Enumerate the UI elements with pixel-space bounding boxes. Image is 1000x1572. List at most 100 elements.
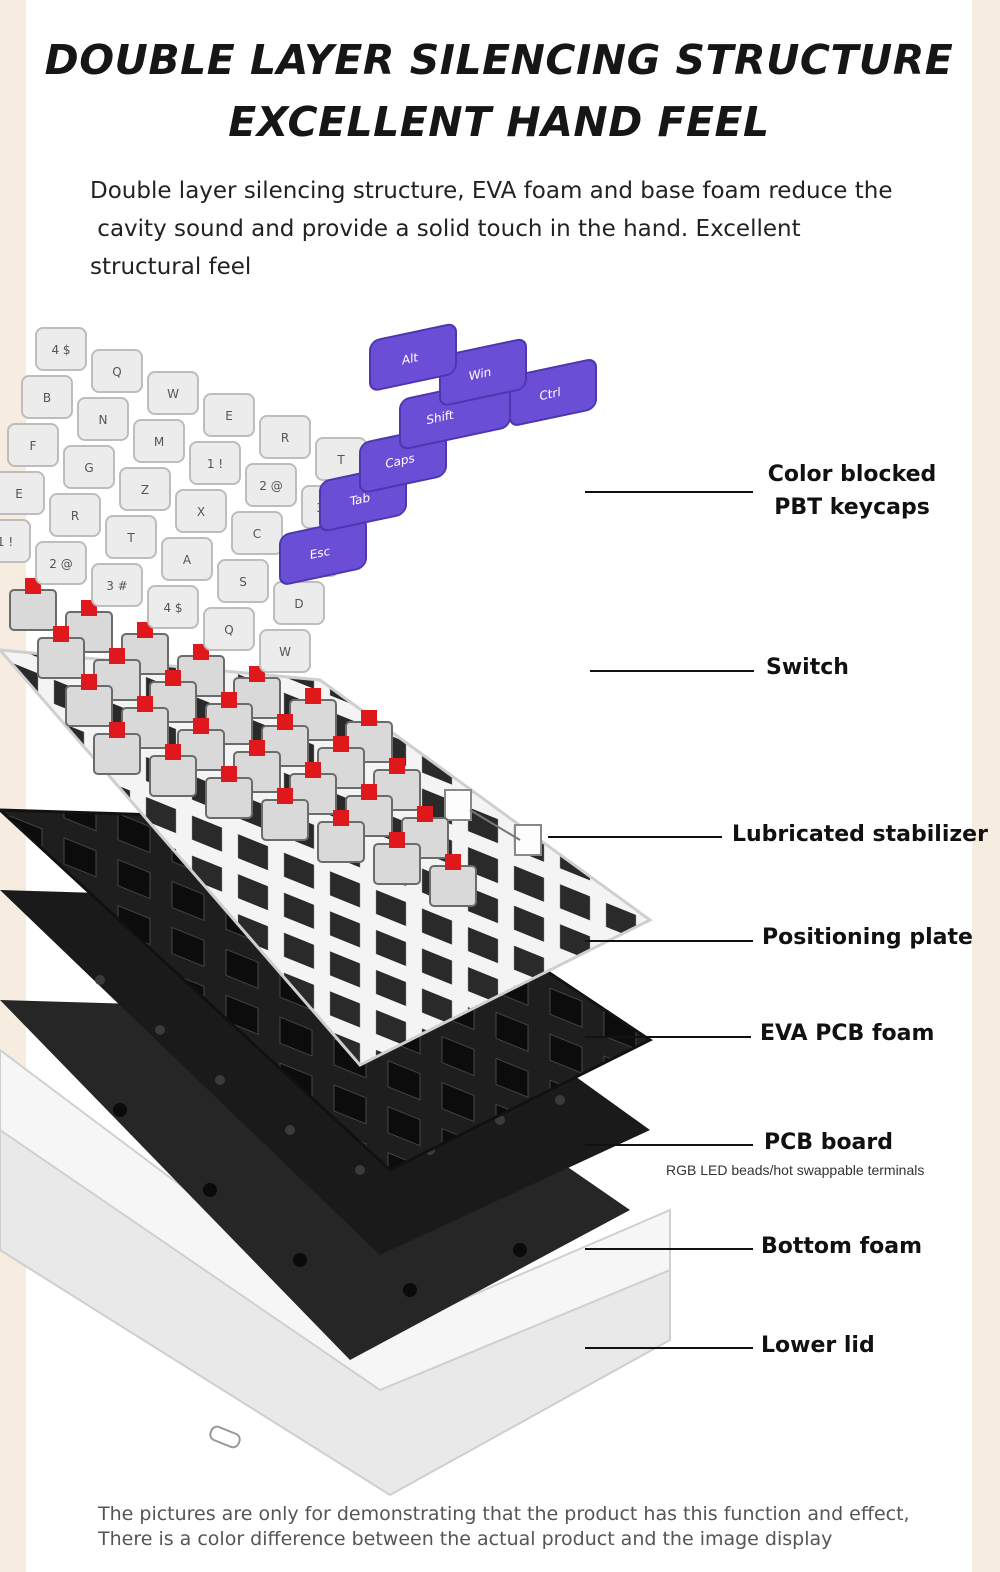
keycap-white: E	[203, 393, 255, 437]
keycap-white: 2 @	[35, 541, 87, 585]
keycap-white: A	[161, 537, 213, 581]
leader-lower-lid	[585, 1347, 753, 1349]
keycap-white: 2 @	[245, 463, 297, 507]
keycap-white: R	[49, 493, 101, 537]
disclaimer-line-2: There is a color difference between the …	[98, 1528, 833, 1550]
keycap-white: F	[7, 423, 59, 467]
keycap-purple: Alt	[369, 323, 457, 391]
keycap-white: T	[105, 515, 157, 559]
keycap-legend: 2 @	[49, 557, 72, 571]
keycap-legend: F	[30, 439, 37, 453]
keycap-legend: S	[239, 575, 247, 589]
keycap-legend: A	[183, 553, 192, 567]
label-eva-pcb-foam: EVA PCB foam	[760, 1021, 935, 1046]
usb-port	[209, 1425, 241, 1449]
keycap-white: 4 $	[35, 327, 87, 371]
leader-bottom-foam	[585, 1248, 753, 1250]
switch	[149, 744, 197, 797]
keycap-legend: C	[253, 527, 261, 541]
label-pcb-board: PCB board	[764, 1130, 894, 1155]
keycap-legend: Alt	[402, 350, 418, 367]
disclaimer: The pictures are only for demonstrating …	[98, 1502, 978, 1552]
keycap-white: S	[217, 559, 269, 603]
keycap-white: B	[21, 375, 73, 419]
keycap-legend: Win	[469, 365, 492, 384]
switch	[37, 626, 85, 679]
leader-switch	[590, 670, 754, 672]
keycap-legend: E	[225, 409, 233, 423]
keycap-legend: B	[43, 391, 51, 405]
keycap-legend: N	[99, 413, 108, 427]
keycap-legend: Caps	[385, 451, 415, 471]
exploded-keyboard-illustration: 1 !2 @3 #4 $QWERTASDFGZXCVBNM1 !2 @3 #4 …	[0, 323, 671, 1497]
keycap-legend: X	[197, 505, 205, 519]
keycap-legend: R	[71, 509, 79, 523]
keycap-purple: Win	[439, 338, 527, 406]
keycap-legend: 4 $	[163, 601, 182, 615]
switch	[373, 832, 421, 885]
leader-positioning-plate	[585, 940, 753, 942]
keycap-legend: Esc	[310, 544, 330, 562]
headline-line-2: EXCELLENT HAND FEEL	[228, 98, 770, 146]
keycap-white: W	[259, 629, 311, 673]
keycap-legend: 1 !	[0, 535, 13, 549]
label-keycaps-line-2: PBT keycaps	[774, 495, 930, 520]
leader-eva-pcb-foam	[585, 1036, 751, 1038]
label-lower-lid: Lower lid	[761, 1333, 875, 1358]
keycap-legend: 3 #	[106, 579, 128, 593]
keycap-legend: Q	[224, 623, 233, 637]
label-keycaps: Color blocked PBT keycaps	[752, 462, 952, 520]
leader-stabilizer	[548, 836, 722, 838]
keycap-white: N	[77, 397, 129, 441]
keycap-white: R	[259, 415, 311, 459]
switch	[93, 722, 141, 775]
keycap-legend: W	[167, 387, 179, 401]
label-stabilizer: Lubricated stabilizer	[732, 822, 988, 847]
keycap-legend: T	[336, 453, 345, 467]
keycap-legend: R	[281, 431, 289, 445]
keycap-white: X	[175, 489, 227, 533]
keycap-legend: D	[294, 597, 303, 611]
switch	[261, 788, 309, 841]
keycap-legend: Shift	[426, 408, 453, 428]
description-line-1: Double layer silencing structure, EVA fo…	[90, 178, 893, 204]
switch-layer	[9, 578, 477, 907]
keycap-white: 1 !	[0, 519, 31, 563]
keycap-purple: Ctrl	[509, 359, 597, 426]
keycap-legend: 4 $	[51, 343, 70, 357]
keycap-legend: G	[84, 461, 93, 475]
keycap-white: G	[63, 445, 115, 489]
keycap-white: 4 $	[147, 585, 199, 629]
keycap-white: Q	[203, 607, 255, 651]
keycap-legend: Ctrl	[539, 385, 560, 403]
keycap-white: Q	[91, 349, 143, 393]
description-line-3: structural feel	[90, 254, 252, 280]
keycap-legend: 1 !	[207, 457, 223, 471]
keycap-white: D	[273, 581, 325, 625]
keycap-legend: W	[279, 645, 291, 659]
keycap-white: C	[231, 511, 283, 555]
switch	[429, 854, 477, 907]
switch	[9, 578, 57, 631]
label-switch: Switch	[766, 655, 849, 680]
keycap-layer: 1 !2 @3 #4 $QWERTASDFGZXCVBNM1 !2 @3 #4 …	[0, 323, 597, 673]
keycap-legend: Q	[112, 365, 121, 379]
label-keycaps-line-1: Color blocked	[767, 462, 937, 487]
headline-line-1: DOUBLE LAYER SILENCING STRUCTURE	[44, 36, 954, 84]
disclaimer-line-1: The pictures are only for demonstrating …	[98, 1503, 910, 1525]
switch	[205, 766, 253, 819]
label-pcb-board-sub: RGB LED beads/hot swappable terminals	[666, 1162, 925, 1178]
switch	[317, 810, 365, 863]
stabilizer-parts	[444, 789, 542, 856]
description-line-2: cavity sound and provide a solid touch i…	[90, 216, 801, 242]
switch	[65, 674, 113, 727]
keycap-legend: T	[126, 531, 135, 545]
keycap-white: M	[133, 419, 185, 463]
keycap-white: W	[147, 371, 199, 415]
keycap-legend: M	[154, 435, 164, 449]
keycap-legend: Tab	[349, 490, 371, 508]
keycap-legend: E	[15, 487, 23, 501]
leader-pcb-board	[585, 1144, 753, 1146]
label-bottom-foam: Bottom foam	[761, 1234, 923, 1259]
keycap-white: 3 #	[91, 563, 143, 607]
